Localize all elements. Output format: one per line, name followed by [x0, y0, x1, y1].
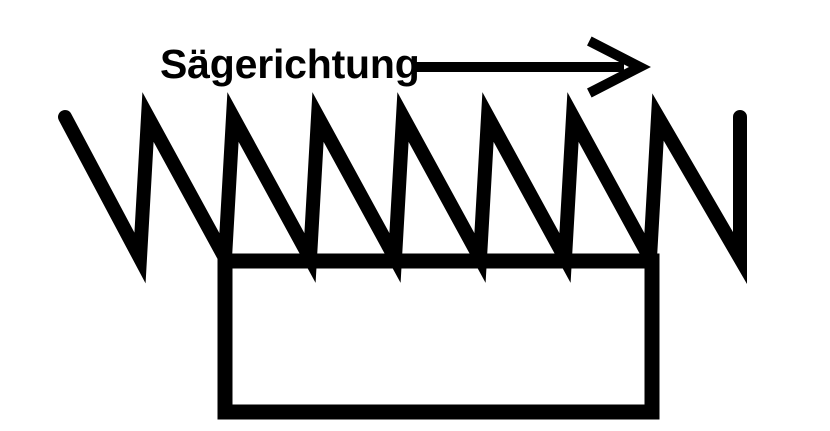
direction-arrow	[415, 36, 651, 98]
sawtooth-zigzag	[58, 92, 747, 284]
direction-label: Sägerichtung	[160, 41, 420, 87]
workpiece-rectangle	[217, 253, 660, 420]
arrow-head-icon	[587, 36, 651, 98]
